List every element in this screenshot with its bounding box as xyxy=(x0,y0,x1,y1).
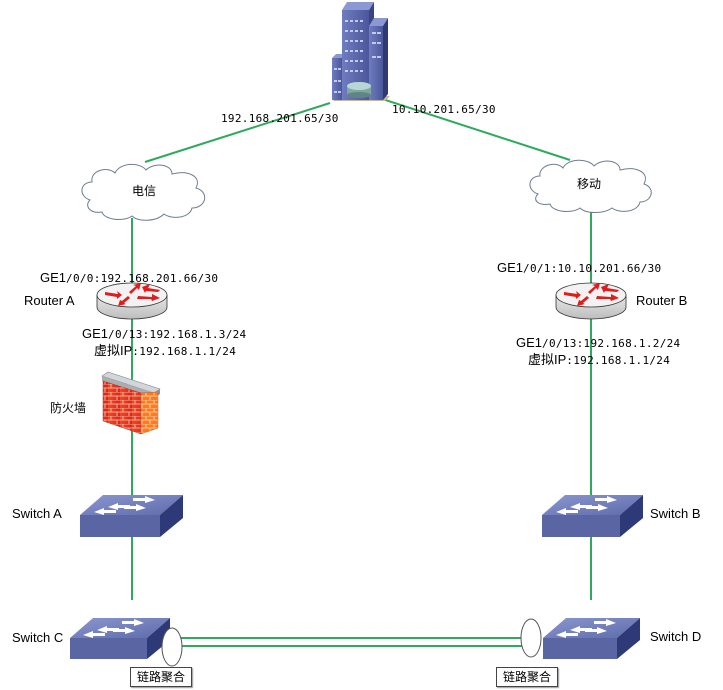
hq-telecom-address: 192.168.201.65/30 xyxy=(221,112,339,125)
cloud-label-mobile: 移动 xyxy=(577,177,602,191)
port-prefix: GE1 xyxy=(516,335,543,350)
switch-a-label: Switch A xyxy=(12,506,62,521)
router-a-virtual-ip: 虚拟IP:192.168.1.1/24 xyxy=(94,344,236,359)
cloud-label-telecom: 电信 xyxy=(132,184,157,198)
switch-icon-b xyxy=(542,495,643,537)
port-address: /0/1:10.10.201.66/30 xyxy=(523,262,662,275)
switch-icon-c xyxy=(70,618,170,659)
vip-address: :192.168.1.1/24 xyxy=(132,345,237,358)
router-a-lan-address: GE1/0/13:192.168.1.3/24 xyxy=(82,327,246,342)
link-aggregation-ellipse-right xyxy=(520,618,542,658)
switch-icon-d xyxy=(543,618,640,659)
link-hq-telecom xyxy=(144,102,331,163)
router-b-label: Router B xyxy=(636,293,688,308)
port-prefix: GE1 xyxy=(497,260,524,275)
port-address: /0/0:192.168.201.66/30 xyxy=(66,272,219,285)
switch-c-label: Switch C xyxy=(12,630,64,645)
vip-address: :192.168.1.1/24 xyxy=(566,354,671,367)
router-icon-a xyxy=(96,282,168,320)
link-aggregation-label-left: 链路聚合 xyxy=(130,667,193,687)
firewall-label: 防火墙 xyxy=(50,401,87,415)
port-address: /0/13:192.168.1.3/24 xyxy=(108,328,247,341)
firewall-icon xyxy=(101,371,161,435)
port-address: /0/13:192.168.1.2/24 xyxy=(542,337,681,350)
router-a-wan-address: GE1/0/0:192.168.201.66/30 xyxy=(40,271,218,286)
switch-icon-a xyxy=(80,495,183,537)
cloud-icon-telecom xyxy=(81,163,206,221)
router-b-lan-address: GE1/0/13:192.168.1.2/24 xyxy=(516,336,680,351)
link-aggregation-label-right: 链路聚合 xyxy=(496,667,559,687)
cloud-icon-mobile xyxy=(529,159,652,213)
router-b-wan-address: GE1/0/1:10.10.201.66/30 xyxy=(497,261,661,276)
links xyxy=(131,94,592,647)
switch-d-label: Switch D xyxy=(650,629,702,644)
vip-prefix: 虚拟IP xyxy=(94,343,133,358)
router-a-label: Router A xyxy=(24,293,75,308)
router-icon-b xyxy=(555,282,627,320)
building-icon xyxy=(332,2,390,101)
router-b-virtual-ip: 虚拟IP:192.168.1.1/24 xyxy=(528,353,670,368)
link-hq-mobile xyxy=(369,94,571,161)
hq-mobile-address: 10.10.201.65/30 xyxy=(392,103,496,116)
link-aggregation-ellipse-left xyxy=(161,627,183,667)
port-prefix: GE1 xyxy=(40,270,67,285)
port-prefix: GE1 xyxy=(82,326,109,341)
switch-b-label: Switch B xyxy=(650,506,701,521)
vip-prefix: 虚拟IP xyxy=(528,352,567,367)
